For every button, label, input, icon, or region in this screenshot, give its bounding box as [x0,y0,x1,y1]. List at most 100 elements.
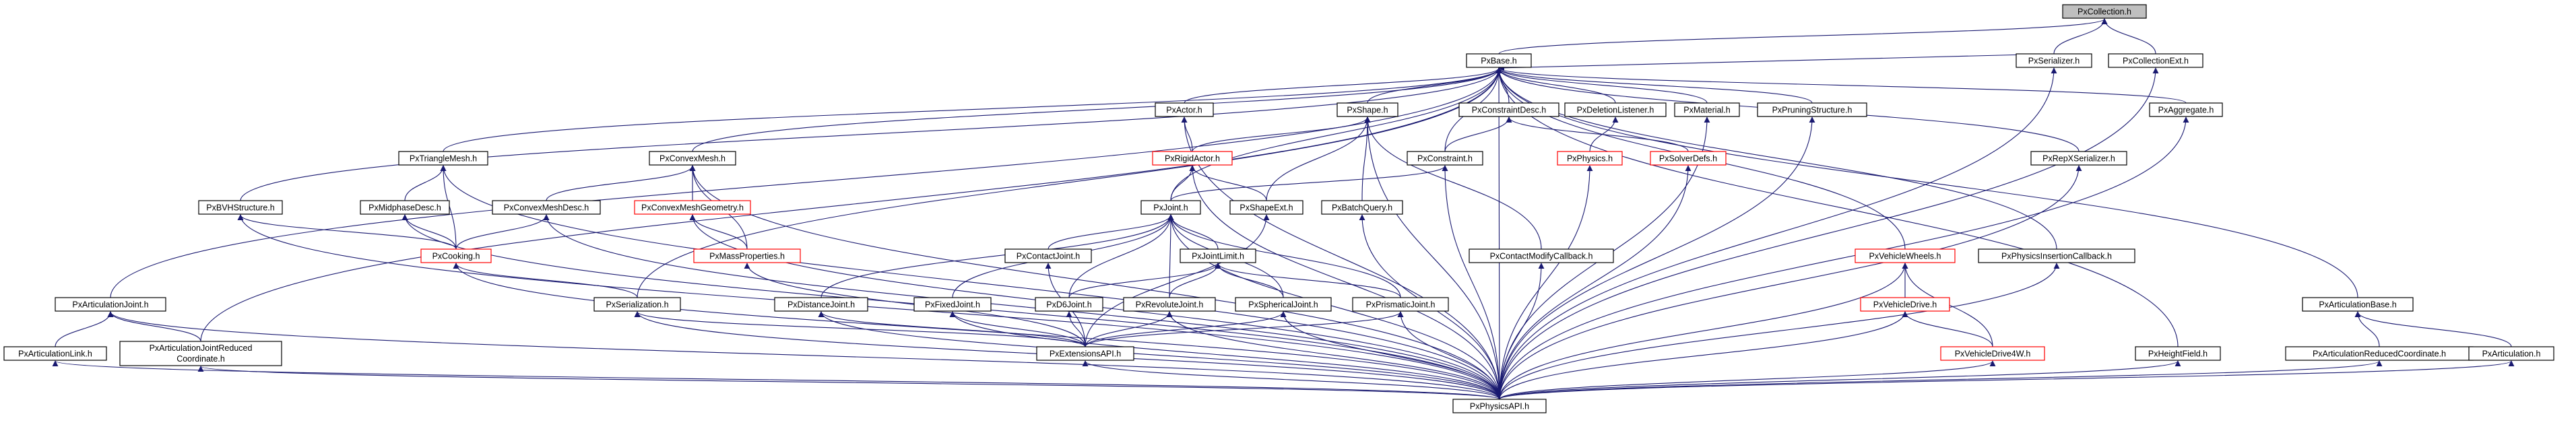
node-pxcontactjoint[interactable]: PxContactJoint.h [1004,248,1092,263]
node-pxconvexmeshdesc[interactable]: PxConvexMeshDesc.h [492,200,601,215]
edge-pxextensionsapi-to-pxprismaticjoint [1085,311,1404,347]
node-pxserialization[interactable]: PxSerialization.h [593,297,681,312]
dependency-edge [55,311,114,347]
node-pxarticulation[interactable]: PxArticulation.h [2468,346,2554,361]
edge-pxcooking-to-pxbvhstructure [237,214,457,250]
edge-pxphysicsapi-to-pxaggregate [1499,116,2189,400]
node-box [1337,102,1398,117]
dependency-edge [1085,311,1173,347]
node-pxconstraintdesc[interactable]: PxConstraintDesc.h [1458,102,1559,117]
node-pxbatchquery[interactable]: PxBatchQuery.h [1321,200,1403,215]
node-pxconvexmesh[interactable]: PxConvexMesh.h [649,151,736,166]
edge-pxshape-to-pxbase [1367,67,1502,104]
node-pxrigidactor[interactable]: PxRigidActor.h [1152,151,1233,166]
node-label: PxCooking.h [432,252,480,261]
node-label: PxConvexMeshGeometry.h [641,203,744,213]
node-pxsolverdefs[interactable]: PxSolverDefs.h [1650,151,1727,166]
node-pxdeletionlistener[interactable]: PxDeletionListener.h [1564,102,1667,117]
node-pxcontactmodifycallback[interactable]: PxContactModifyCallback.h [1469,248,1614,263]
node-pxarticulationbase[interactable]: PxArticulationBase.h [2302,297,2414,312]
node-pxfixedjoint[interactable]: PxFixedJoint.h [913,297,992,312]
node-pxdistancejoint[interactable]: PxDistanceJoint.h [774,297,868,312]
node-label: PxFixedJoint.h [925,300,980,310]
edge-pxcollectionext-to-pxcollection [2101,18,2156,55]
node-box [1452,399,1547,413]
edge-pxshapeext-to-pxrigidactor [1189,165,1267,201]
node-pxmaterial[interactable]: PxMaterial.h [1674,102,1740,117]
node-pxphysicsapi[interactable]: PxPhysicsAPI.h [1452,399,1547,413]
node-box [1180,248,1256,263]
edge-pxtrianglemesh-to-pxbase [443,67,1502,152]
node-pxphysics[interactable]: PxPhysics.h [1557,151,1623,166]
node-pxarticulationjoint[interactable]: PxArticulationJoint.h [55,297,166,312]
dependency-edge [1499,360,2181,400]
node-pxheightfield[interactable]: PxHeightField.h [2135,346,2221,361]
node-label: PxConvexMeshDesc.h [504,203,589,213]
node-pxbase[interactable]: PxBase.h [1466,53,1532,68]
node-pxjoint[interactable]: PxJoint.h [1140,200,1201,215]
node-pxshapeext[interactable]: PxShapeExt.h [1229,200,1303,215]
node-pxjointlimit[interactable]: PxJointLimit.h [1180,248,1256,263]
node-pxprismaticjoint[interactable]: PxPrismaticJoint.h [1352,297,1449,312]
edge-pxdeletionlistener-to-pxbase [1495,67,1616,104]
node-pxphysicsinsertioncallback[interactable]: PxPhysicsInsertionCallback.h [1978,248,2135,263]
edge-pxphysicsapi-to-pxarticulation [1499,360,2515,400]
node-pxconvexmeshgeometry[interactable]: PxConvexMeshGeometry.h [634,200,751,215]
edge-pxextensionsapi-to-pxshapeext [1085,214,1270,347]
edge-pxphysicsapi-to-pxprismaticjoint [1397,311,1500,400]
node-box [360,200,450,215]
dependency-edge [53,360,1500,400]
edge-pxphysicsapi-to-pxvehicledrive [1499,311,1908,400]
node-pxaggregate[interactable]: PxAggregate.h [2149,102,2223,117]
node-pxactor[interactable]: PxActor.h [1155,102,1214,117]
node-label: PxConstraintDesc.h [1472,106,1547,115]
node-pxshape[interactable]: PxShape.h [1337,102,1398,117]
node-pxtrianglemesh[interactable]: PxTriangleMesh.h [398,151,488,166]
node-label: PxJoint.h [1153,203,1188,213]
node-pxpruningstructure[interactable]: PxPruningStructure.h [1757,102,1867,117]
node-label: PxRevoluteJoint.h [1136,300,1204,310]
node-pxcollectionext[interactable]: PxCollectionExt.h [2108,53,2203,68]
dependency-edge [1068,263,1221,298]
node-pxarticulationlink[interactable]: PxArticulationLink.h [3,346,107,361]
dependency-edge [404,165,447,201]
edge-pxd6joint-to-pxjointlimit [1068,263,1221,298]
node-pxbvhstructure[interactable]: PxBVHStructure.h [198,200,283,215]
edge-pxpruningstructure-to-pxbase [1495,67,1813,104]
dependency-edge [1181,116,1500,400]
dependency-edge [949,311,1086,347]
node-pxvehicledrive4w[interactable]: PxVehicleDrive4W.h [1940,346,2045,361]
node-pxrevolutejoint[interactable]: PxRevoluteJoint.h [1123,297,1216,312]
dependency-edge [1189,165,1500,400]
node-pxvehiclewheels[interactable]: PxVehicleWheels.h [1855,248,1956,263]
node-pxserializer[interactable]: PxSerializer.h [2016,53,2092,68]
dependency-edge [1166,311,1500,400]
dependency-edge [2053,18,2108,55]
node-label: PxPruningStructure.h [1772,106,1853,115]
dependency-edge [692,67,1502,152]
node-pxmassproperties[interactable]: PxMassProperties.h [693,248,801,263]
edge-pxphysicsapi-to-pxserializer [1499,67,2057,400]
dependency-edge [1495,67,1708,104]
node-pxarticulationreducedcoordinate[interactable]: PxArticulationReducedCoordinate.h [2285,346,2474,361]
node-pxmidphasedesc[interactable]: PxMidphaseDesc.h [360,200,450,215]
node-label: PxSolverDefs.h [1659,154,1717,164]
dependency-edge [107,311,201,342]
node-label: PxRepXSerializer.h [2042,154,2115,164]
node-pxcollection[interactable]: PxCollection.h [2062,4,2147,19]
dependency-edge [1361,116,1371,201]
node-box [1321,200,1403,215]
node-pxcooking[interactable]: PxCooking.h [420,248,492,263]
node-pxconstraint[interactable]: PxConstraint.h [1407,151,1483,166]
edge-pxserializer-to-pxcollection [2053,18,2108,55]
edge-pxmidphasedesc-to-pxtrianglemesh [404,165,447,201]
node-pxsphericaljoint[interactable]: PxSphericalJoint.h [1235,297,1332,312]
edge-pxshapeext-to-pxshape [1266,116,1371,201]
node-pxd6joint[interactable]: PxD6Joint.h [1035,297,1103,312]
node-pxextensionsapi[interactable]: PxExtensionsAPI.h [1036,346,1134,361]
node-pxvehicledrive[interactable]: PxVehicleDrive.h [1860,297,1950,312]
dependency-edge [1266,116,1371,201]
node-pxrepxserializer[interactable]: PxRepXSerializer.h [2030,151,2127,166]
node-label: PxPhysicsInsertionCallback.h [2001,252,2112,261]
